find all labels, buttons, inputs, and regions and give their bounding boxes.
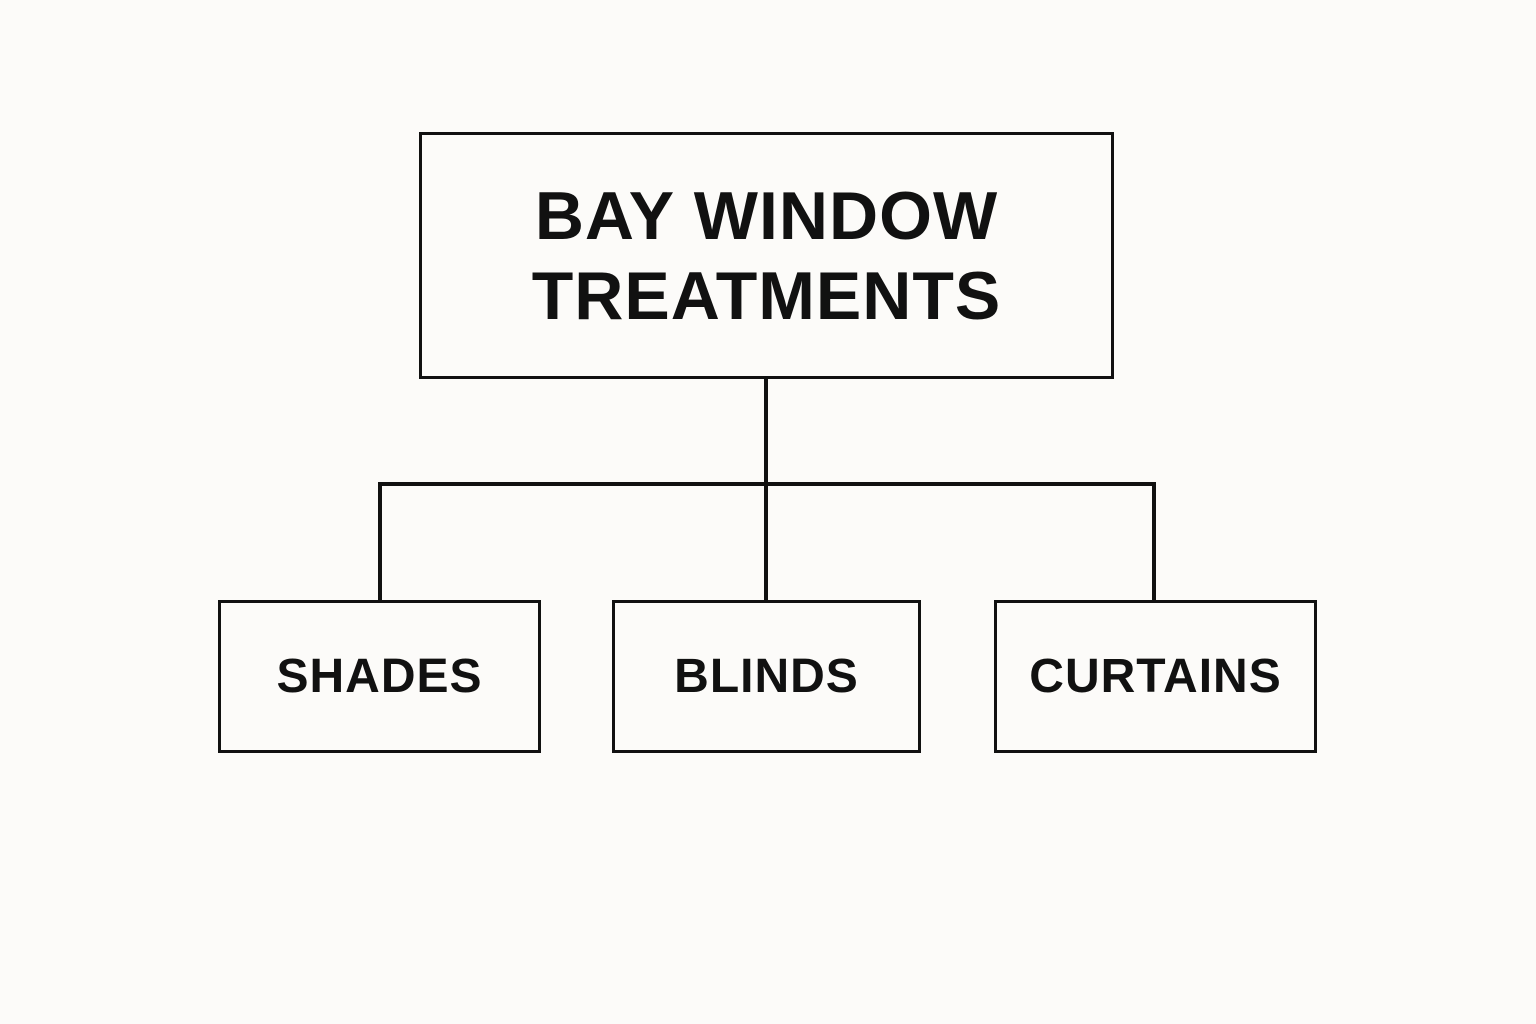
child-node-blinds: BLINDS bbox=[612, 600, 921, 753]
root-node: BAY WINDOW TREATMENTS bbox=[419, 132, 1114, 379]
child-node-curtains: CURTAINS bbox=[994, 600, 1317, 753]
child-node-shades: SHADES bbox=[218, 600, 541, 753]
root-node-title-line-1: BAY WINDOW bbox=[534, 177, 999, 254]
child-node-label: SHADES bbox=[276, 650, 483, 703]
child-node-label: CURTAINS bbox=[1029, 650, 1282, 703]
child-node-label: BLINDS bbox=[674, 650, 859, 703]
root-node-title-line-2: TREATMENTS bbox=[531, 257, 1002, 334]
